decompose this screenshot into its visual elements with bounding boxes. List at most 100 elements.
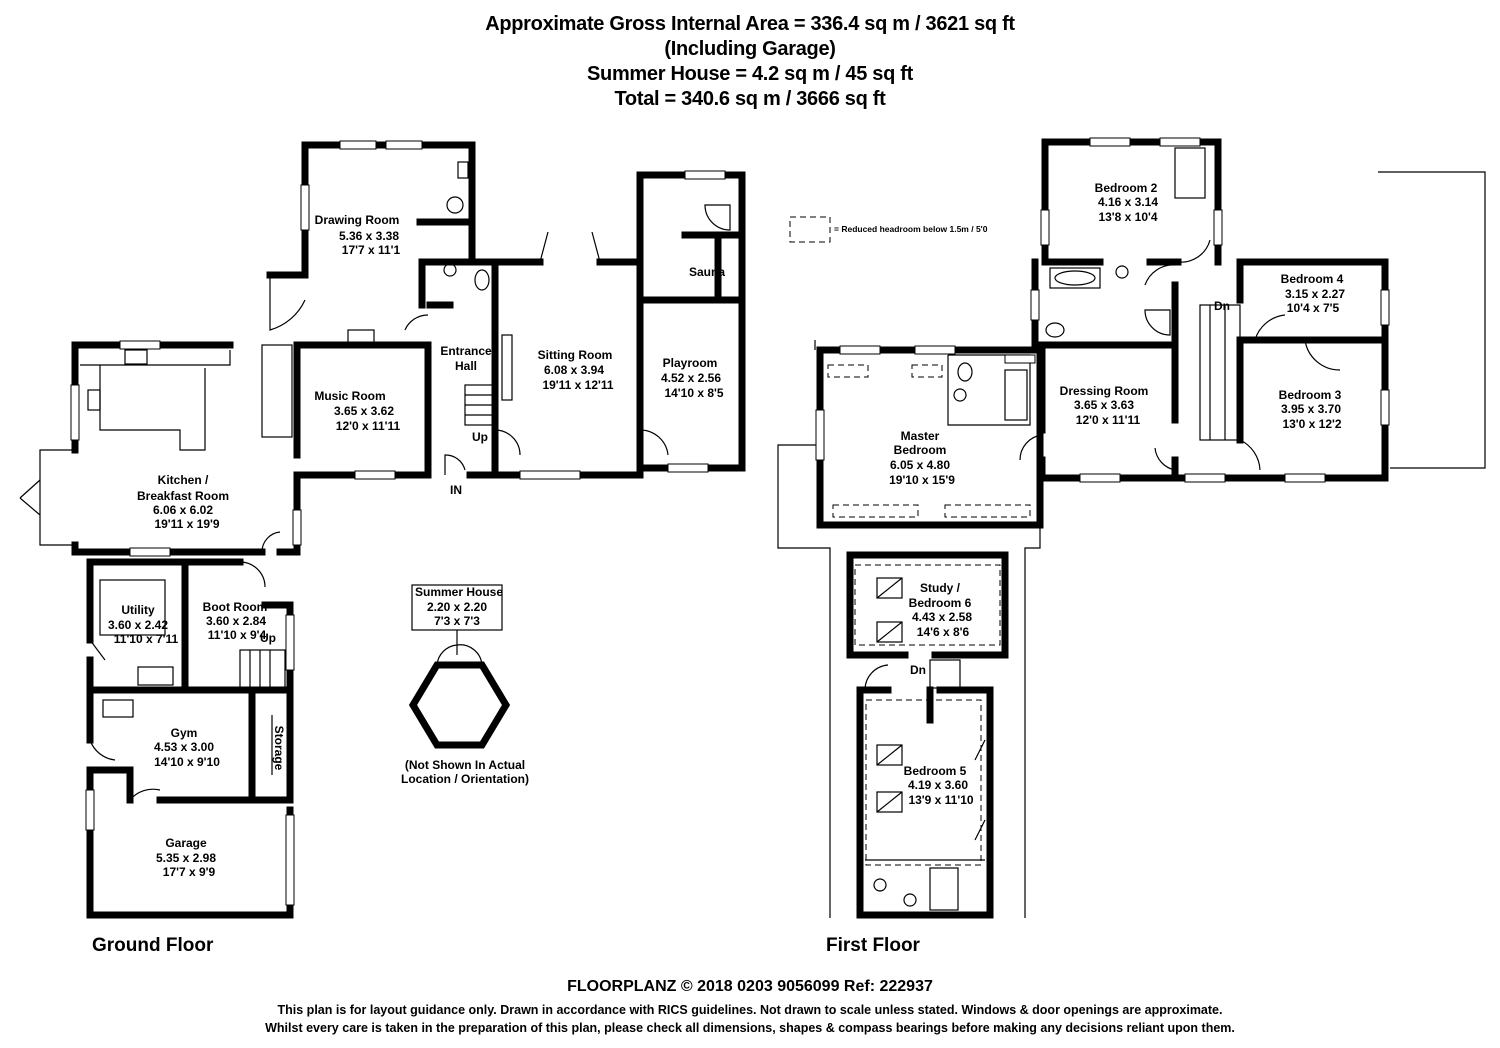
svg-text:Music Room: Music Room <box>314 389 385 403</box>
ground-floor-label: Ground Floor <box>92 935 214 956</box>
svg-text:Bedroom 6: Bedroom 6 <box>909 596 972 610</box>
svg-text:19'11 x 12'11: 19'11 x 12'11 <box>542 378 613 392</box>
svg-text:4.19 x 3.60: 4.19 x 3.60 <box>908 778 968 792</box>
svg-text:4.16 x 3.14: 4.16 x 3.14 <box>1098 195 1158 209</box>
footer-disclaimer-1: This plan is for layout guidance only. D… <box>277 1003 1223 1017</box>
room-label-bedroom-2: Bedroom 2 4.16 x 3.14 13'8 x 10'4 <box>1095 181 1159 224</box>
svg-text:3.15 x 2.27: 3.15 x 2.27 <box>1285 287 1345 301</box>
room-label-study-bedroom-6: Study / Bedroom 6 4.43 x 2.58 14'6 x 8'6 <box>909 581 973 639</box>
room-label-storage: Storage <box>272 726 286 771</box>
svg-text:Bedroom 4: Bedroom 4 <box>1281 272 1344 286</box>
svg-text:Boot Room: Boot Room <box>203 600 268 614</box>
room-label-master-bedroom: Master Bedroom 6.05 x 4.80 19'10 x 15'9 <box>889 429 955 487</box>
svg-text:4.43 x 2.58: 4.43 x 2.58 <box>912 610 972 624</box>
svg-text:14'10 x 9'10: 14'10 x 9'10 <box>154 755 220 769</box>
svg-text:12'0 x 11'11: 12'0 x 11'11 <box>336 419 401 433</box>
svg-text:Drawing Room: Drawing Room <box>315 213 400 227</box>
stairs-up-label-boot-room: Up <box>260 631 276 645</box>
svg-text:Playroom: Playroom <box>663 356 718 370</box>
svg-text:11'10 x 9'4: 11'10 x 9'4 <box>208 628 267 642</box>
svg-text:4.52 x 2.56: 4.52 x 2.56 <box>661 371 721 385</box>
room-label-sauna: Sauna <box>689 265 725 279</box>
svg-text:Sitting Room: Sitting Room <box>538 348 613 362</box>
svg-text:Dressing Room: Dressing Room <box>1060 384 1149 398</box>
room-label-bedroom-3: Bedroom 3 3.95 x 3.70 13'0 x 12'2 <box>1279 388 1342 431</box>
svg-text:12'0 x 11'11: 12'0 x 11'11 <box>1076 413 1141 427</box>
summer-house-note-1: (Not Shown In Actual <box>405 758 525 772</box>
svg-text:19'11 x 19'9: 19'11 x 19'9 <box>154 517 219 531</box>
svg-text:3.60 x 2.84: 3.60 x 2.84 <box>206 614 266 628</box>
room-label-playroom: Playroom 4.52 x 2.56 14'10 x 8'5 <box>661 356 724 400</box>
svg-text:Bedroom 5: Bedroom 5 <box>904 764 967 778</box>
room-label-utility: Utility 3.60 x 2.42 11'10 x 7'11 <box>108 603 179 646</box>
area-title-line-2: (Including Garage) <box>664 38 836 60</box>
svg-text:4.53 x 3.00: 4.53 x 3.00 <box>154 740 214 754</box>
room-label-garage: Garage 5.35 x 2.98 17'7 x 9'9 <box>156 836 216 879</box>
svg-text:Entrance: Entrance <box>440 344 492 358</box>
svg-text:3.60 x 2.42: 3.60 x 2.42 <box>108 618 168 632</box>
stairs-down-label: Dn <box>1214 299 1230 313</box>
svg-text:13'9 x 11'10: 13'9 x 11'10 <box>908 793 973 807</box>
summer-house-metric: 2.20 x 2.20 <box>427 600 487 614</box>
area-title-line-4: Total = 340.6 sq m / 3666 sq ft <box>614 88 886 110</box>
svg-text:13'0 x 12'2: 13'0 x 12'2 <box>1282 417 1341 431</box>
first-floor-room-labels: Bedroom 2 4.16 x 3.14 13'8 x 10'4 Bedroo… <box>889 181 1345 807</box>
svg-text:13'8 x 10'4: 13'8 x 10'4 <box>1098 210 1157 224</box>
svg-text:17'7 x 9'9: 17'7 x 9'9 <box>163 865 216 879</box>
room-label-boot-room: Boot Room 3.60 x 2.84 11'10 x 9'4 <box>203 600 268 642</box>
stairs-up-label: Up <box>472 430 488 444</box>
svg-text:6.05 x 4.80: 6.05 x 4.80 <box>890 458 950 472</box>
svg-text:17'7 x 11'1: 17'7 x 11'1 <box>342 243 401 257</box>
ground-floor-fixtures <box>19 161 731 801</box>
svg-text:19'10 x 15'9: 19'10 x 15'9 <box>889 473 955 487</box>
summer-house-drawing <box>408 584 511 749</box>
svg-text:3.65 x 3.63: 3.65 x 3.63 <box>1074 398 1134 412</box>
svg-text:10'4 x 7'5: 10'4 x 7'5 <box>1287 301 1340 315</box>
room-label-gym: Gym 4.53 x 3.00 14'10 x 9'10 <box>154 726 220 769</box>
room-label-kitchen: Kitchen / Breakfast Room 6.06 x 6.02 19'… <box>137 473 229 531</box>
summer-house-note-2: Location / Orientation) <box>401 772 529 786</box>
svg-text:5.36 x 3.38: 5.36 x 3.38 <box>339 229 399 243</box>
svg-text:5.35 x 2.98: 5.35 x 2.98 <box>156 851 216 865</box>
summer-house-imperial: 7'3 x 7'3 <box>434 614 480 628</box>
svg-text:11'10 x 7'11: 11'10 x 7'11 <box>114 632 179 646</box>
svg-text:Hall: Hall <box>455 359 477 373</box>
room-label-dressing-room: Dressing Room 3.65 x 3.63 12'0 x 11'11 <box>1060 384 1149 427</box>
first-floor-label: First Floor <box>826 935 920 956</box>
svg-text:Bedroom 3: Bedroom 3 <box>1279 388 1342 402</box>
svg-text:Kitchen /: Kitchen / <box>158 473 209 487</box>
svg-text:Garage: Garage <box>165 836 207 850</box>
svg-text:Breakfast Room: Breakfast Room <box>137 489 229 503</box>
ground-floor-room-labels: Drawing Room 5.36 x 3.38 17'7 x 11'1 Mus… <box>108 213 725 879</box>
headroom-legend-text: = Reduced headroom below 1.5m / 5'0 <box>834 224 988 234</box>
svg-text:14'10 x 8'5: 14'10 x 8'5 <box>664 386 723 400</box>
svg-text:Study /: Study / <box>920 581 961 595</box>
footer-disclaimer-2: Whilst every care is taken in the prepar… <box>265 1021 1235 1035</box>
area-title-line-1: Approximate Gross Internal Area = 336.4 … <box>485 13 1015 35</box>
stairs-down-label-study: Dn <box>910 663 926 677</box>
ground-floor-windows <box>70 140 726 906</box>
first-floor-windows <box>815 137 1390 483</box>
footer-company-line: FLOORPLANZ © 2018 0203 9056099 Ref: 2229… <box>567 978 933 995</box>
room-label-music-room: Music Room 3.65 x 3.62 12'0 x 11'11 <box>314 389 400 433</box>
svg-text:6.08 x 3.94: 6.08 x 3.94 <box>544 363 604 377</box>
summer-house-labels: Summer House 2.20 x 2.20 7'3 x 7'3 (Not … <box>401 585 529 786</box>
svg-text:Bedroom: Bedroom <box>894 443 947 457</box>
room-label-sitting-room: Sitting Room 6.08 x 3.94 19'11 x 12'11 <box>538 348 614 392</box>
entrance-in-label: IN <box>450 483 462 497</box>
svg-text:14'6 x 8'6: 14'6 x 8'6 <box>917 625 970 639</box>
svg-text:Bedroom 2: Bedroom 2 <box>1095 181 1158 195</box>
svg-text:Gym: Gym <box>171 726 198 740</box>
first-floor-walls <box>816 138 1389 919</box>
first-floor-outlines <box>777 171 1486 918</box>
room-label-entrance-hall: Entrance Hall <box>440 344 492 373</box>
summer-house-name: Summer House <box>415 585 503 599</box>
area-title-line-3: Summer House = 4.2 sq m / 45 sq ft <box>586 63 914 85</box>
first-floor-fixtures <box>864 147 1341 911</box>
room-label-bedroom-4: Bedroom 4 3.15 x 2.27 10'4 x 7'5 <box>1281 272 1346 315</box>
room-label-drawing-room: Drawing Room 5.36 x 3.38 17'7 x 11'1 <box>315 213 401 257</box>
svg-text:Utility: Utility <box>121 603 155 617</box>
svg-text:Master: Master <box>901 429 940 443</box>
svg-text:6.06 x 6.02: 6.06 x 6.02 <box>153 503 213 517</box>
